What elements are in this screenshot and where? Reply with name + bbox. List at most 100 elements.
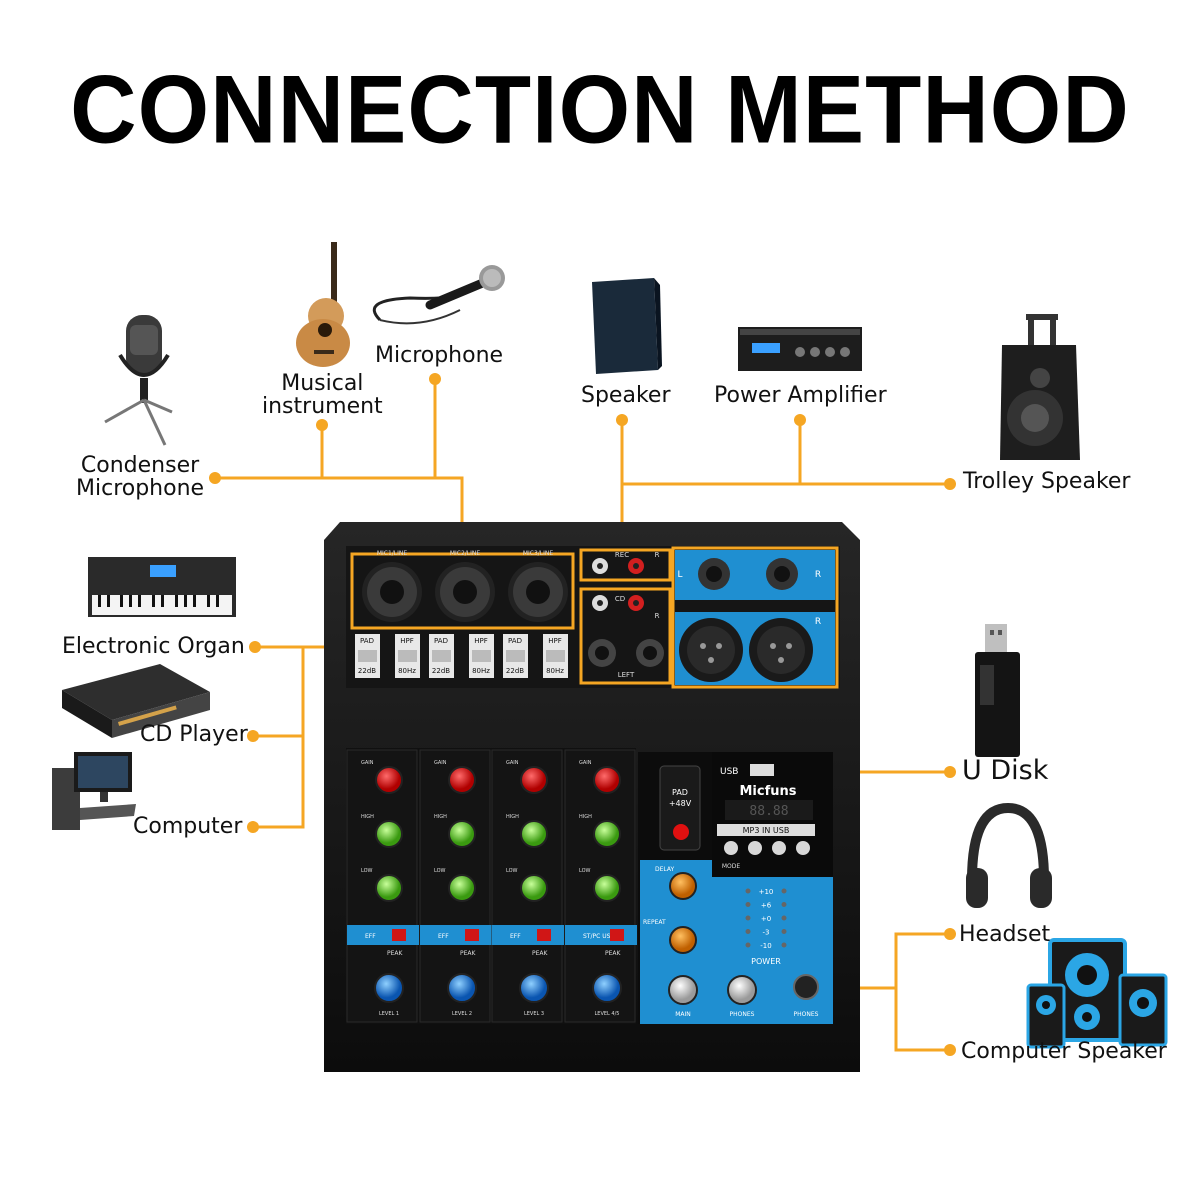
computer-icon [52, 752, 136, 830]
phantom-button[interactable] [673, 824, 689, 840]
eff-bar [347, 925, 419, 945]
main-knob[interactable] [668, 975, 698, 1005]
meter-led-left [745, 929, 751, 934]
power-amplifier-label: Power Amplifier [714, 383, 887, 408]
low-eq-knob[interactable] [448, 874, 476, 902]
usb-label: USB [720, 767, 738, 777]
level-knob[interactable] [592, 973, 622, 1003]
high-eq-knob[interactable] [520, 820, 548, 848]
guitar-icon [296, 242, 350, 367]
low-label: LOW [361, 868, 373, 874]
input-3-label: MIC3/LINE [523, 550, 554, 557]
low-label: LOW [579, 868, 591, 874]
rca-jacks [588, 558, 664, 667]
high-label: HIGH [361, 814, 374, 820]
peak-label: PEAK [605, 950, 622, 957]
gain-label: GAIN [361, 760, 374, 766]
low-eq-knob[interactable] [520, 874, 548, 902]
main-label: MAIN [675, 1011, 691, 1018]
output-panel [671, 546, 839, 689]
brand-label: Micfuns [739, 784, 796, 799]
cd-player-icon [62, 664, 210, 738]
rec-jacks-highlight [579, 548, 672, 582]
u-disk-label: U Disk [962, 755, 1049, 786]
gain-knob[interactable] [448, 766, 476, 794]
peak-label: PEAK [387, 950, 404, 957]
gain-knob[interactable] [520, 766, 548, 794]
delay-knob[interactable] [669, 872, 697, 900]
eff-button[interactable] [465, 929, 479, 941]
high-eq-knob[interactable] [375, 820, 403, 848]
condenser-microphone-icon [104, 315, 173, 446]
connection-dots [209, 373, 956, 1056]
eff-button[interactable] [537, 929, 551, 941]
low-label: LOW [506, 868, 518, 874]
repeat-knob[interactable] [669, 926, 697, 954]
cd-r-label: R [655, 612, 660, 620]
eff-button[interactable] [392, 929, 406, 941]
eff-bar [492, 925, 564, 945]
mixer: MIC1/LINE MIC2/LINE MIC3/LINE PAD 22dB H… [324, 522, 860, 1072]
gain-label: GAIN [579, 760, 592, 766]
speaker-icon [592, 278, 662, 374]
pad-value-3: 22dB [506, 667, 524, 675]
phantom-48v-label: +48V [669, 799, 692, 808]
gain-label: GAIN [434, 760, 447, 766]
gain-knob[interactable] [593, 766, 621, 794]
mode-strip-label: MP3 IN USB [743, 826, 790, 835]
level-knob[interactable] [447, 973, 477, 1003]
headset-label: Headset [959, 922, 1051, 947]
power-amplifier-icon [738, 327, 862, 371]
level-knob[interactable] [519, 973, 549, 1003]
xlr-combo-jacks [362, 562, 568, 622]
hpf-value-3: 80Hz [546, 667, 564, 675]
low-eq-knob[interactable] [375, 874, 403, 902]
hpf-label-2: HPF [474, 637, 488, 645]
pad-label-3: PAD [508, 637, 522, 645]
meter-led-right [781, 942, 787, 948]
low-eq-knob[interactable] [593, 874, 621, 902]
xlr-r-label: R [815, 617, 821, 627]
cd-label: CD [615, 595, 625, 603]
player-buttons[interactable] [724, 841, 810, 855]
meter-led-right [781, 915, 787, 921]
page-title: CONNECTION METHOD [70, 56, 1130, 164]
mode-label: MODE [722, 863, 741, 870]
meter-led-left [745, 902, 751, 907]
gain-knob[interactable] [375, 766, 403, 794]
hpf-label-3: HPF [548, 637, 562, 645]
level-knob[interactable] [374, 973, 404, 1003]
phones-jack[interactable] [793, 974, 819, 1000]
eff-label: EFF [510, 933, 521, 940]
high-eq-knob[interactable] [448, 820, 476, 848]
pad-value-2: 22dB [432, 667, 450, 675]
u-disk-icon [975, 624, 1020, 757]
display-readout: 88.88 [749, 804, 788, 819]
level-meter: +10+6+0-3-10 [745, 888, 787, 950]
rec-r-label: R [655, 551, 660, 559]
phones-knob-label: PHONES [730, 1011, 755, 1018]
level-label: LEVEL 2 [452, 1011, 472, 1017]
pad-label-2: PAD [434, 637, 448, 645]
usb-port[interactable] [750, 764, 774, 776]
meter-led-right [781, 902, 787, 907]
meter-label: -3 [763, 929, 770, 937]
high-label: HIGH [434, 814, 447, 820]
meter-led-left [745, 942, 751, 948]
eff-label: EFF [438, 933, 449, 940]
computer-speaker-icon [1026, 938, 1168, 1049]
phones-jack-label: PHONES [794, 1011, 819, 1018]
cd-player-label: CD Player [140, 722, 248, 747]
peak-label: PEAK [460, 950, 477, 957]
high-eq-knob[interactable] [593, 820, 621, 848]
eff-button[interactable] [610, 929, 624, 941]
high-label: HIGH [506, 814, 519, 820]
hpf-value-1: 80Hz [398, 667, 416, 675]
headset-icon [966, 802, 1052, 908]
phones-knob[interactable] [727, 975, 757, 1005]
power-label: POWER [751, 957, 781, 966]
high-label: HIGH [579, 814, 592, 820]
meter-label: +6 [761, 902, 772, 910]
